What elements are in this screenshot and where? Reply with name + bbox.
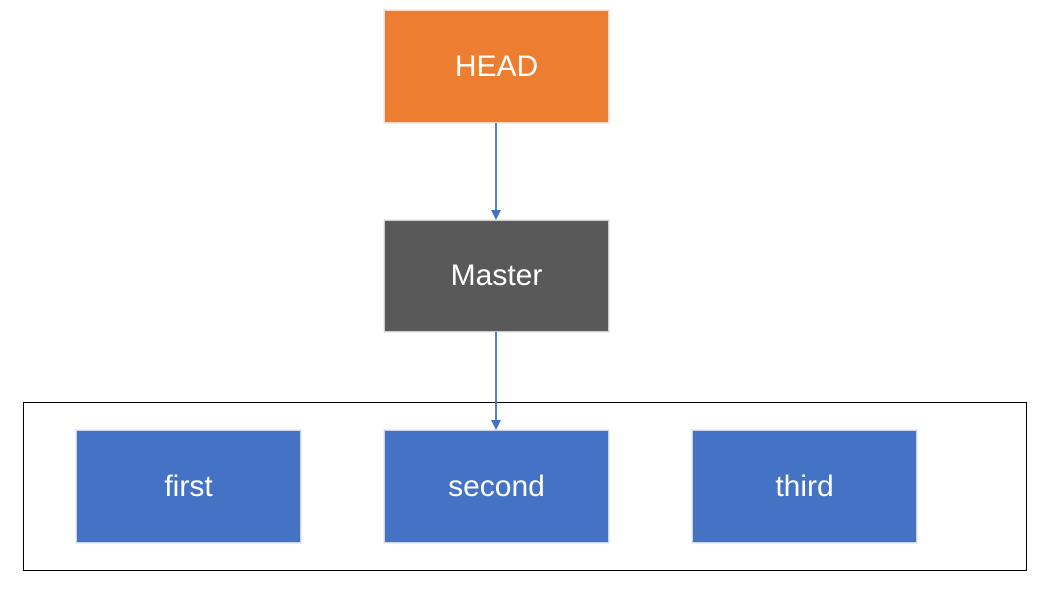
commit-label-first: first (164, 469, 213, 503)
master-node: Master (384, 220, 609, 332)
commit-node-second: second (384, 430, 609, 543)
commit-label-third: third (775, 469, 834, 503)
commit-group-frame (23, 402, 1027, 571)
commit-node-third: third (692, 430, 917, 543)
commit-label-second: second (448, 469, 545, 503)
head-label: HEAD (454, 49, 539, 83)
master-label: Master (450, 259, 543, 292)
commit-node-first: first (76, 430, 301, 543)
head-node: HEAD (384, 10, 609, 123)
